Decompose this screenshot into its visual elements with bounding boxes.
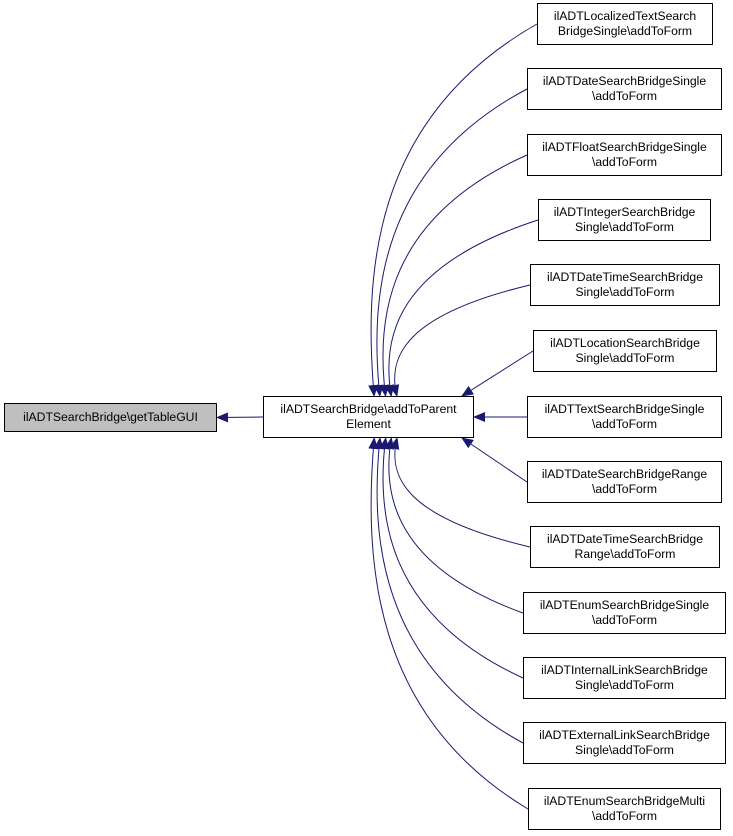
node-date-search-bridge-range-add-to-form[interactable]: ilADTDateSearchBridgeRange \addToForm: [527, 461, 722, 503]
node-label-line: \addToForm: [591, 482, 658, 496]
node-label-line: \addToForm: [591, 155, 658, 169]
node-label-line: ilADTEnumSearchBridgeSingle: [539, 598, 710, 612]
node-label-line: Single\addToForm: [575, 678, 674, 692]
call-edge: [216, 412, 264, 423]
node-localized-text-search-bridge-single-add-to-form[interactable]: ilADTLocalizedTextSearch BridgeSingle\ad…: [537, 3, 713, 45]
node-label-line: ilADTLocalizedTextSearch: [553, 9, 697, 23]
node-float-search-bridge-single-add-to-form[interactable]: ilADTFloatSearchBridgeSingle \addToForm: [527, 134, 722, 176]
node-label-line: Single\addToForm: [575, 285, 675, 299]
node-label-line: ilADTFloatSearchBridgeSingle: [542, 140, 707, 154]
node-label-line: \addToForm: [591, 809, 658, 823]
node-label-line: Single\addToForm: [575, 220, 674, 234]
call-edge: [384, 219, 539, 397]
node-label-line: ilADTSearchBridge\getTableGUI: [23, 410, 198, 424]
call-edge: [389, 437, 531, 548]
node-label-line: ilADTIntegerSearchBridge: [553, 205, 696, 219]
call-edge: [379, 437, 524, 679]
focus-node-get-table-gui[interactable]: ilADTSearchBridge\getTableGUI: [4, 403, 217, 432]
node-label-line: BridgeSingle\addToForm: [557, 24, 693, 38]
call-edge: [368, 23, 538, 397]
node-label-line: Single\addToForm: [575, 351, 675, 365]
call-edge: [379, 154, 528, 397]
call-edge: [373, 437, 524, 744]
node-label-line: Range\addToForm: [574, 547, 676, 561]
node-enum-search-bridge-multi-add-to-form[interactable]: ilADTEnumSearchBridgeMulti \addToForm: [528, 788, 721, 830]
node-label-line: Element: [346, 417, 391, 431]
call-edge: [368, 437, 529, 810]
node-date-time-search-bridge-range-add-to-form[interactable]: ilADTDateTimeSearchBridge Range\addToFor…: [530, 526, 720, 568]
node-date-time-search-bridge-single-add-to-form[interactable]: ilADTDateTimeSearchBridge Single\addToFo…: [530, 264, 720, 306]
node-label-line: ilADTLocationSearchBridge: [550, 336, 700, 350]
node-label-line: ilADTExternalLinkSearchBridge: [539, 728, 710, 742]
node-date-search-bridge-single-add-to-form[interactable]: ilADTDateSearchBridgeSingle \addToForm: [527, 68, 722, 110]
node-label-line: ilADTTextSearchBridgeSingle: [544, 402, 705, 416]
node-label-line: ilADTInternalLinkSearchBridge: [541, 663, 708, 677]
node-external-link-search-bridge-single-add-to-form[interactable]: ilADTExternalLinkSearchBridge Single\add…: [523, 722, 726, 764]
node-label-line: \addToForm: [591, 417, 658, 431]
node-label-line: Single\addToForm: [575, 743, 674, 757]
call-edge: [373, 88, 528, 397]
node-enum-search-bridge-single-add-to-form[interactable]: ilADTEnumSearchBridgeSingle \addToForm: [523, 592, 726, 634]
node-label-line: ilADTDateSearchBridgeRange: [541, 467, 708, 481]
node-label-line: ilADTDateTimeSearchBridge: [546, 532, 703, 546]
call-edge: [389, 284, 531, 397]
node-label-line: ilADTSearchBridge\addToParent: [280, 402, 457, 416]
node-integer-search-bridge-single-add-to-form[interactable]: ilADTIntegerSearchBridge Single\addToFor…: [538, 199, 711, 241]
node-label-line: \addToForm: [591, 613, 658, 627]
node-text-search-bridge-single-add-to-form[interactable]: ilADTTextSearchBridgeSingle \addToForm: [527, 396, 722, 438]
call-edge: [461, 437, 528, 483]
node-label-line: ilADTDateTimeSearchBridge: [546, 270, 703, 284]
call-edge: [461, 350, 534, 397]
node-label-line: ilADTDateSearchBridgeSingle: [542, 74, 707, 88]
call-edge: [384, 437, 524, 614]
node-label-line: ilADTEnumSearchBridgeMulti: [543, 794, 706, 808]
node-add-to-parent-element[interactable]: ilADTSearchBridge\addToParent Element: [263, 396, 474, 438]
node-internal-link-search-bridge-single-add-to-form[interactable]: ilADTInternalLinkSearchBridge Single\add…: [523, 657, 726, 699]
node-label-line: \addToForm: [591, 89, 658, 103]
node-location-search-bridge-single-add-to-form[interactable]: ilADTLocationSearchBridge Single\addToFo…: [533, 330, 717, 372]
